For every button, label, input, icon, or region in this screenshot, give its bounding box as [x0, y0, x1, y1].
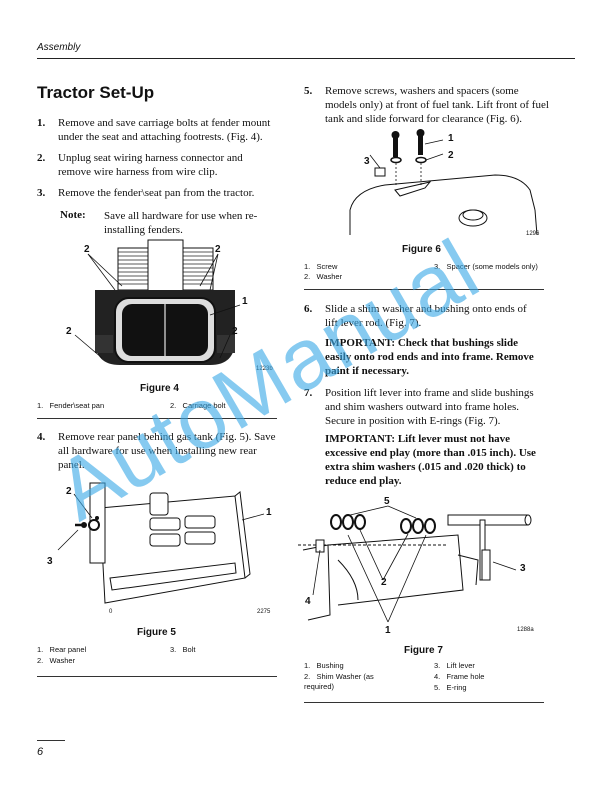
- step-number: 4.: [37, 431, 46, 443]
- legend-num: 2.: [304, 672, 311, 681]
- fig6-code: 1296: [526, 231, 540, 237]
- section-rule: [304, 289, 544, 290]
- fig7-legend-3: 3. Lift lever: [434, 661, 475, 671]
- step-text: Unplug seat wiring harness connector and…: [58, 152, 243, 178]
- step-number: 6.: [304, 303, 313, 315]
- step-text: Remove rear panel behind gas tank (Fig. …: [58, 431, 276, 471]
- fig7-callout: 1: [385, 625, 391, 636]
- fig5-callout: 2: [66, 486, 72, 497]
- important-note-2: IMPORTANT: Lift lever must not have exce…: [325, 433, 536, 487]
- legend-num: 1.: [37, 645, 44, 654]
- fig5-code: 2275: [257, 609, 271, 615]
- legend-text: Rear panel: [49, 645, 87, 654]
- fig4-legend-2: 2. Carriage bolt: [170, 401, 225, 411]
- fig5-legend-2: 2. Washer: [37, 656, 75, 666]
- fig6-callout: 3: [364, 156, 370, 167]
- step-number: 1.: [37, 117, 46, 129]
- fig5-callout: 3: [47, 556, 53, 567]
- legend-text: Bushing: [316, 661, 344, 670]
- step-number: 7.: [304, 387, 313, 399]
- note-text: Save all hardware for use when re-instal…: [104, 210, 258, 236]
- note-label: Note:: [60, 209, 86, 221]
- fig4-callout: 2: [232, 326, 238, 337]
- figure-4-title: Figure 4: [140, 383, 179, 394]
- step-number: 5.: [304, 85, 313, 97]
- step-number: 3.: [37, 187, 46, 199]
- fig4-callout: 2: [215, 244, 221, 255]
- fig5-callout: 0: [109, 609, 113, 615]
- legend-num: 5.: [434, 683, 441, 692]
- figure-7-illustration: [298, 505, 532, 623]
- fig7-legend-4: 4. Frame hole: [434, 672, 484, 682]
- fig4-legend-1: 1. Fender\seat pan: [37, 401, 104, 411]
- legend-text: Shim Washer (as required): [304, 672, 374, 691]
- fig6-legend-3: 3. Spacer (some models only): [434, 262, 544, 272]
- legend-num: 3.: [170, 645, 177, 654]
- legend-num: 1.: [37, 401, 44, 410]
- legend-num: 2.: [170, 401, 177, 410]
- legend-num: 1.: [304, 262, 311, 271]
- legend-num: 2.: [37, 656, 44, 665]
- legend-text: Carriage bolt: [182, 401, 226, 410]
- figure-5-illustration: [57, 482, 265, 604]
- step-text: Remove the fender\seat pan from the trac…: [58, 187, 255, 199]
- fig4-callout: 1: [242, 296, 248, 307]
- legend-num: 1.: [304, 661, 311, 670]
- fig7-legend-2: 2. Shim Washer (as required): [304, 672, 404, 692]
- fig5-callout: 1: [266, 507, 272, 518]
- fig6-legend-2: 2. Washer: [304, 272, 342, 282]
- section-rule: [304, 702, 544, 703]
- important-note-1: IMPORTANT: Check that bushings slide eas…: [325, 337, 534, 377]
- header-divider: [37, 58, 575, 59]
- legend-text: Fender\seat pan: [49, 401, 105, 410]
- section-header: Assembly: [37, 42, 81, 53]
- fig7-callout: 3: [520, 563, 526, 574]
- fig7-callout: 4: [305, 596, 311, 607]
- fig7-code: 1288a: [517, 627, 534, 633]
- figure-5-title: Figure 5: [137, 627, 176, 638]
- step-text: Remove screws, washers and spacers (some…: [325, 85, 549, 125]
- legend-text: Screw: [316, 262, 338, 271]
- fig6-legend-1: 1. Screw: [304, 262, 337, 272]
- figure-6-illustration: [349, 129, 538, 236]
- legend-num: 4.: [434, 672, 441, 681]
- legend-text: Bolt: [182, 645, 196, 654]
- step-number: 2.: [37, 152, 46, 164]
- legend-text: Spacer (some models only): [446, 262, 538, 271]
- figure-7-title: Figure 7: [404, 645, 443, 656]
- fig4-code: 1223b: [256, 366, 273, 372]
- figure-6-title: Figure 6: [402, 244, 441, 255]
- step-text: Position lift lever into frame and slide…: [325, 387, 534, 427]
- legend-text: Frame hole: [446, 672, 485, 681]
- fig7-legend-5: 5. E-ring: [434, 683, 467, 693]
- legend-text: Lift lever: [446, 661, 475, 670]
- step-text: Slide a shim washer and bushing onto end…: [325, 303, 527, 329]
- fig5-legend-3: 3. Bolt: [170, 645, 195, 655]
- section-rule: [37, 418, 277, 419]
- page-number-rule: [37, 740, 65, 741]
- fig6-callout: 1: [448, 133, 454, 144]
- legend-num: 3.: [434, 262, 441, 271]
- legend-text: Washer: [49, 656, 76, 665]
- fig4-callout: 2: [84, 244, 90, 255]
- legend-num: 3.: [434, 661, 441, 670]
- step-text: Remove and save carriage bolts at fender…: [58, 117, 271, 143]
- section-rule: [37, 676, 277, 677]
- page-title: Tractor Set-Up: [37, 83, 155, 102]
- fig7-legend-1: 1. Bushing: [304, 661, 344, 671]
- figure-4-illustration: [74, 239, 241, 365]
- page-number: 6: [37, 746, 44, 758]
- fig6-callout: 2: [448, 150, 454, 161]
- legend-text: E-ring: [446, 683, 467, 692]
- legend-text: Washer: [316, 272, 343, 281]
- fig4-callout: 2: [66, 326, 72, 337]
- fig5-legend-1: 1. Rear panel: [37, 645, 86, 655]
- fig7-callout: 5: [384, 496, 390, 507]
- fig7-callout: 2: [381, 577, 387, 588]
- legend-num: 2.: [304, 272, 311, 281]
